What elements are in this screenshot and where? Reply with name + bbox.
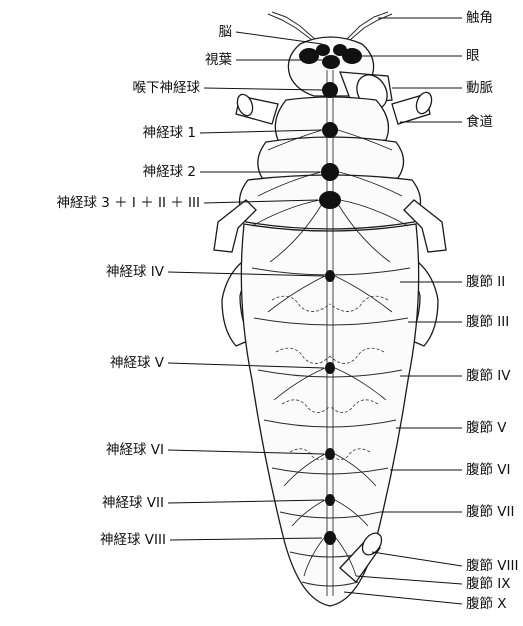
antennae — [268, 12, 392, 40]
label-antenna: 触角 — [466, 10, 493, 26]
label-abdominal-vi: 腹節 VI — [466, 461, 511, 478]
ganglion-vii — [325, 494, 335, 506]
label-abdominal-x: 腹節 X — [466, 595, 507, 612]
label-abdominal-ii: 腹節 II — [466, 273, 505, 290]
label-artery: 動脈 — [466, 80, 493, 96]
label-ganglion-vi: 神経球 VI — [106, 442, 164, 458]
labels-right: 触角 眼 動脈 食道 腹節 II 腹節 III 腹節 IV 腹節 V 腹節 VI… — [466, 10, 518, 612]
ganglion-v — [325, 362, 335, 374]
ganglion-1 — [322, 122, 338, 138]
optic-lobe — [322, 55, 340, 69]
label-eye: 眼 — [466, 48, 480, 64]
label-ganglion-iv: 神経球 IV — [106, 264, 165, 280]
label-ganglion-v: 神経球 V — [110, 355, 165, 371]
label-ganglion-viii: 神経球 VIII — [100, 532, 166, 548]
label-ganglion-vii: 神経球 VII — [102, 495, 164, 511]
label-esophagus: 食道 — [466, 113, 493, 130]
brain-lobe-left — [316, 44, 330, 56]
eye-left — [299, 48, 319, 64]
ganglion-2 — [321, 163, 339, 181]
label-subesophageal-ganglion: 喉下神経球 — [133, 80, 201, 96]
ganglion-vi — [325, 448, 335, 460]
label-abdominal-iv: 腹節 IV — [466, 367, 511, 384]
label-ganglion-2: 神経球 2 — [143, 164, 196, 180]
ganglion-viii — [324, 531, 336, 545]
label-abdominal-ix: 腹節 IX — [466, 575, 511, 592]
label-ganglion-1: 神経球 1 — [143, 125, 196, 141]
subesophageal-ganglion — [322, 82, 338, 98]
brain-lobe-right — [333, 44, 347, 56]
ganglion-iv — [325, 270, 335, 282]
label-abdominal-iii: 腹節 III — [466, 313, 509, 330]
label-abdominal-v: 腹節 V — [466, 419, 507, 436]
label-brain: 脳 — [219, 24, 233, 40]
label-abdominal-vii: 腹節 VII — [466, 503, 515, 520]
labels-left: 脳 視葉 喉下神経球 神経球 1 神経球 2 神経球 3 ＋ I ＋ II ＋ … — [56, 24, 232, 548]
label-optic-lobe: 視葉 — [205, 52, 232, 68]
ganglion-3-fused — [319, 191, 341, 209]
label-abdominal-viii: 腹節 VIII — [466, 557, 518, 574]
label-ganglion-3-fused: 神経球 3 ＋ I ＋ II ＋ III — [56, 195, 200, 211]
